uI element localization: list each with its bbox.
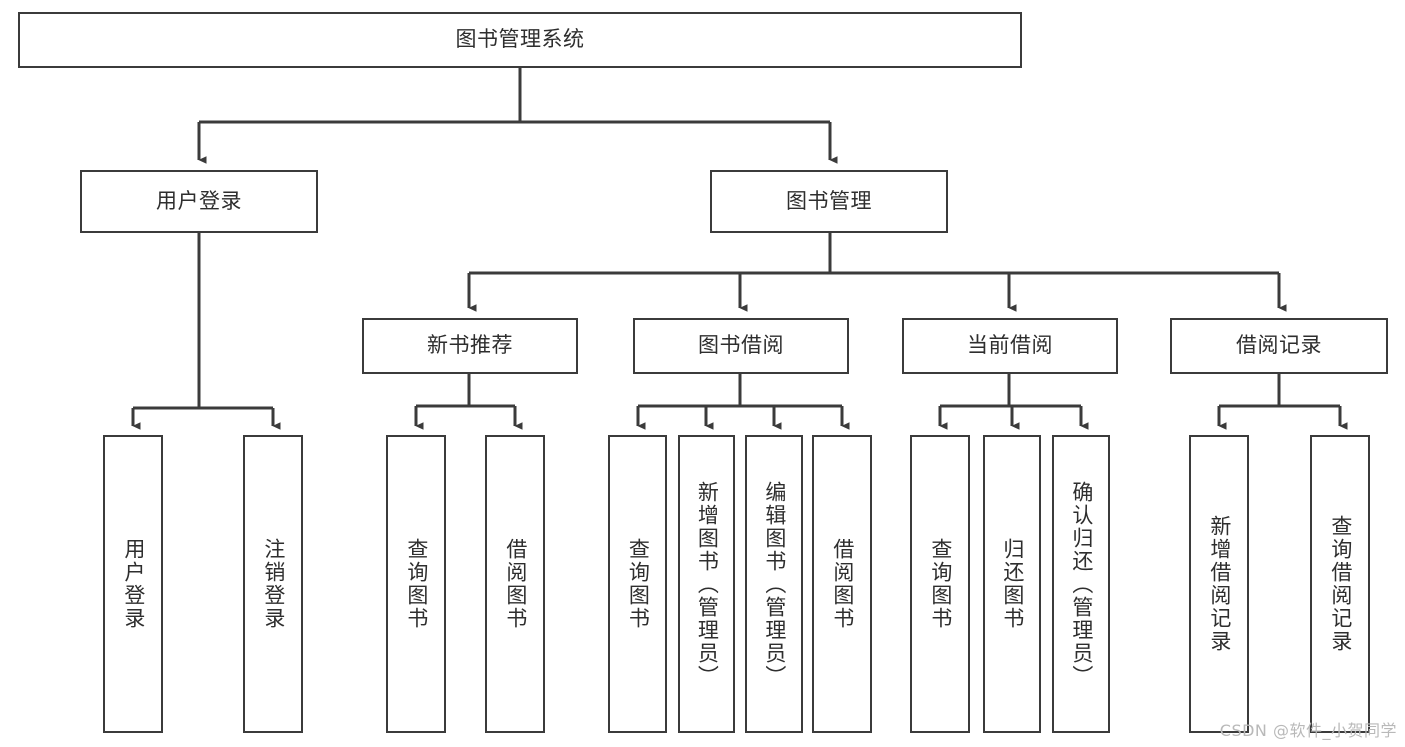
node-leaf-query-book-2-label: 查询图书 [626,538,651,630]
node-leaf-query-book-1[interactable]: 查询图书 [386,435,446,733]
node-root[interactable]: 图书管理系统 [18,12,1022,68]
node-leaf-query-book-2[interactable]: 查询图书 [608,435,667,733]
node-book-manage[interactable]: 图书管理 [710,170,948,233]
node-leaf-query-borrow-record-label: 查询借阅记录 [1328,515,1353,653]
node-leaf-user-logout[interactable]: 注销登录 [243,435,303,733]
node-current-borrow[interactable]: 当前借阅 [902,318,1118,374]
node-user-login-label: 用户登录 [156,188,242,213]
node-leaf-confirm-return-label: 确认归还（管理员） [1069,480,1094,688]
node-root-label: 图书管理系统 [455,27,585,52]
node-leaf-query-book-3[interactable]: 查询图书 [910,435,970,733]
node-borrow-record-label: 借阅记录 [1236,333,1322,358]
node-leaf-edit-book-label: 编辑图书（管理员） [762,480,787,688]
node-new-book-recommend-label: 新书推荐 [427,333,513,358]
node-leaf-user-login[interactable]: 用户登录 [103,435,163,733]
node-leaf-return-book[interactable]: 归还图书 [983,435,1041,733]
node-user-login[interactable]: 用户登录 [80,170,318,233]
csdn-watermark: CSDN @软件_小贺同学 [1219,721,1397,740]
node-leaf-confirm-return[interactable]: 确认归还（管理员） [1052,435,1110,733]
node-leaf-return-book-label: 归还图书 [1000,538,1025,630]
node-leaf-add-borrow-record-label: 新增借阅记录 [1207,515,1232,653]
node-leaf-borrow-book-1[interactable]: 借阅图书 [485,435,545,733]
node-leaf-query-borrow-record[interactable]: 查询借阅记录 [1310,435,1370,733]
node-book-borrow[interactable]: 图书借阅 [633,318,849,374]
node-leaf-query-book-3-label: 查询图书 [928,538,953,630]
node-leaf-borrow-book-1-label: 借阅图书 [503,538,528,630]
node-leaf-add-borrow-record[interactable]: 新增借阅记录 [1189,435,1249,733]
node-leaf-borrow-book-2-label: 借阅图书 [830,538,855,630]
node-leaf-add-book[interactable]: 新增图书（管理员） [678,435,735,733]
node-leaf-add-book-label: 新增图书（管理员） [695,480,720,688]
node-current-borrow-label: 当前借阅 [967,333,1053,358]
node-leaf-user-login-label: 用户登录 [121,538,146,630]
node-book-borrow-label: 图书借阅 [698,333,784,358]
node-leaf-borrow-book-2[interactable]: 借阅图书 [812,435,872,733]
node-leaf-edit-book[interactable]: 编辑图书（管理员） [745,435,803,733]
node-borrow-record[interactable]: 借阅记录 [1170,318,1388,374]
node-book-manage-label: 图书管理 [786,188,872,213]
node-new-book-recommend[interactable]: 新书推荐 [362,318,578,374]
node-leaf-user-logout-label: 注销登录 [261,538,286,630]
node-leaf-query-book-1-label: 查询图书 [404,538,429,630]
